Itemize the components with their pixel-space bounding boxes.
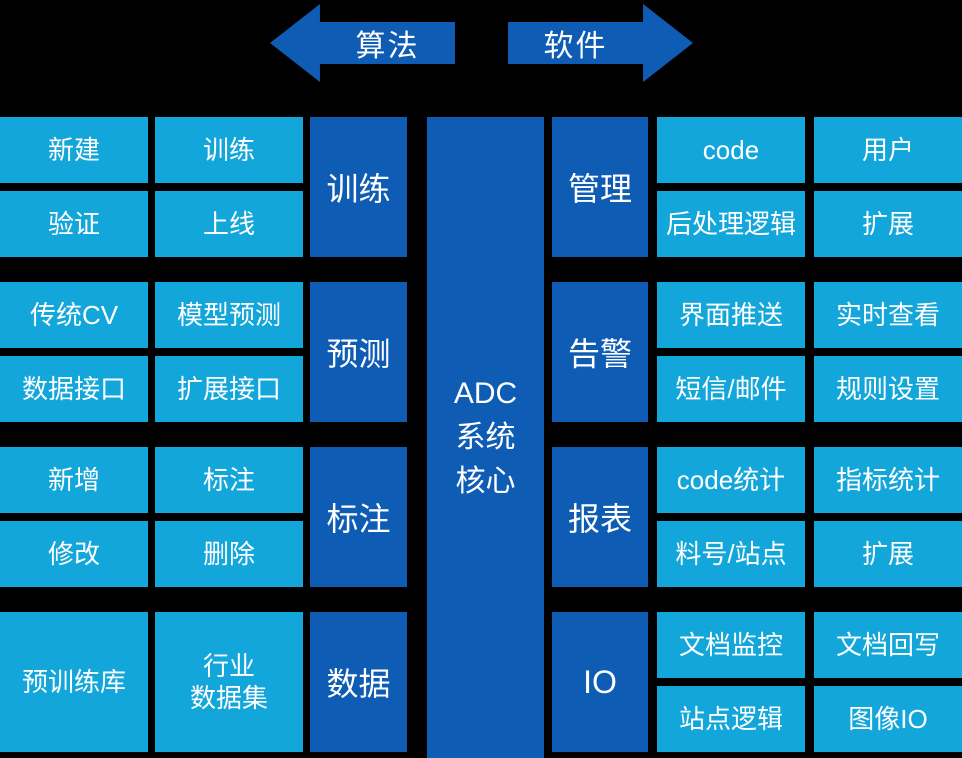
- group-data: 数据 预训练库 行业 数据集: [0, 612, 407, 752]
- item-online: 上线: [155, 191, 303, 257]
- item-image-io: 图像IO: [814, 686, 962, 752]
- core-line-2: 系统: [455, 420, 516, 454]
- item-extension-mgmt: 扩展: [814, 191, 962, 257]
- item-realtime-view: 实时查看: [814, 282, 962, 348]
- category-prediction: 预测: [310, 282, 407, 422]
- core-line-1: ADC: [453, 376, 518, 410]
- item-model-prediction: 模型预测: [155, 282, 303, 348]
- software-arrow-label: 软件: [543, 30, 608, 63]
- item-code: code: [657, 117, 805, 183]
- group-report: 报表 code统计 指标统计 料号/站点 扩展: [552, 447, 962, 587]
- group-prediction: 预测 传统CV 模型预测 数据接口 扩展接口: [0, 282, 407, 422]
- item-add: 新增: [0, 447, 148, 513]
- item-delete: 删除: [155, 521, 303, 587]
- algorithm-arrow: 算法: [270, 4, 455, 82]
- item-metric-statistics: 指标统计: [814, 447, 962, 513]
- item-user: 用户: [814, 117, 962, 183]
- item-modify: 修改: [0, 521, 148, 587]
- category-io: IO: [552, 612, 648, 752]
- algorithm-arrow-label: 算法: [355, 30, 420, 63]
- item-doc-monitoring: 文档监控: [657, 612, 805, 678]
- group-alert: 告警 界面推送 实时查看 短信/邮件 规则设置: [552, 282, 962, 422]
- group-training: 训练 新建 训练 验证 上线: [0, 117, 407, 257]
- item-doc-writeback: 文档回写: [814, 612, 962, 678]
- category-alert: 告警: [552, 282, 648, 422]
- item-postprocess-logic: 后处理逻辑: [657, 191, 805, 257]
- item-sms-email: 短信/邮件: [657, 356, 805, 422]
- adc-core-box: ADC 系统 核心: [427, 117, 544, 758]
- category-data: 数据: [310, 612, 407, 752]
- item-pretrained-library: 预训练库: [0, 612, 148, 752]
- software-arrow: 软件: [508, 4, 693, 82]
- category-training: 训练: [310, 117, 407, 257]
- item-extension-report: 扩展: [814, 521, 962, 587]
- group-annotation: 标注 新增 标注 修改 删除: [0, 447, 407, 587]
- item-ui-push: 界面推送: [657, 282, 805, 348]
- core-line-3: 核心: [455, 464, 516, 498]
- category-report: 报表: [552, 447, 648, 587]
- item-annotate: 标注: [155, 447, 303, 513]
- item-traditional-cv: 传统CV: [0, 282, 148, 348]
- item-validate: 验证: [0, 191, 148, 257]
- item-data-interface: 数据接口: [0, 356, 148, 422]
- category-annotation: 标注: [310, 447, 407, 587]
- group-management: 管理 code 用户 后处理逻辑 扩展: [552, 117, 962, 257]
- item-train: 训练: [155, 117, 303, 183]
- item-rule-settings: 规则设置: [814, 356, 962, 422]
- category-management: 管理: [552, 117, 648, 257]
- item-partno-station: 料号/站点: [657, 521, 805, 587]
- item-industry-dataset: 行业 数据集: [155, 612, 303, 752]
- item-code-statistics: code统计: [657, 447, 805, 513]
- item-station-logic: 站点逻辑: [657, 686, 805, 752]
- item-new: 新建: [0, 117, 148, 183]
- group-io: IO 文档监控 文档回写 站点逻辑 图像IO: [552, 612, 962, 752]
- item-extension-interface: 扩展接口: [155, 356, 303, 422]
